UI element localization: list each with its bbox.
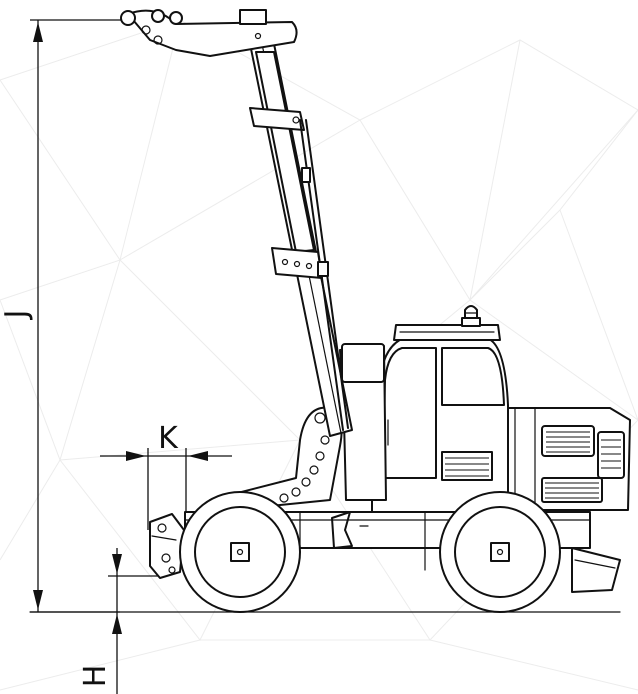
boom-clamp-lower (271, 247, 323, 279)
dim-k-label: K (158, 421, 179, 456)
telehandler-machine (120, 9, 631, 613)
counterweight (571, 547, 621, 593)
dim-k-arrow-left (126, 451, 146, 461)
bracket-pin-holes (279, 412, 330, 503)
step-detail (331, 511, 353, 549)
boom-head-block (239, 9, 267, 25)
front-wheel (179, 491, 301, 613)
boom-clamp-upper (249, 107, 305, 131)
cab-vent (441, 451, 493, 481)
boom-inner-section (255, 51, 315, 253)
dim-j-arrow-top (33, 22, 43, 42)
rear-wheel (439, 491, 561, 613)
hood-grille-upper (541, 425, 595, 457)
dim-j-arrow-bottom (33, 590, 43, 610)
dimension-h: H (78, 548, 160, 694)
dim-h-label: H (78, 665, 113, 688)
hood-grille-side (597, 431, 625, 479)
cab-window (441, 347, 505, 406)
boom-tip-pin (120, 10, 136, 26)
warning-beacon (461, 305, 481, 327)
dimension-j: J (0, 19, 165, 613)
dim-h-arrow-top (112, 554, 122, 574)
hood-grille-lower (541, 477, 603, 503)
dim-k-arrow-right (188, 451, 208, 461)
boom-head (127, 9, 298, 57)
cab (371, 337, 509, 513)
dim-j-label: J (0, 310, 34, 321)
front-attachment (149, 513, 185, 579)
dim-h-arrow-bottom (112, 614, 122, 634)
